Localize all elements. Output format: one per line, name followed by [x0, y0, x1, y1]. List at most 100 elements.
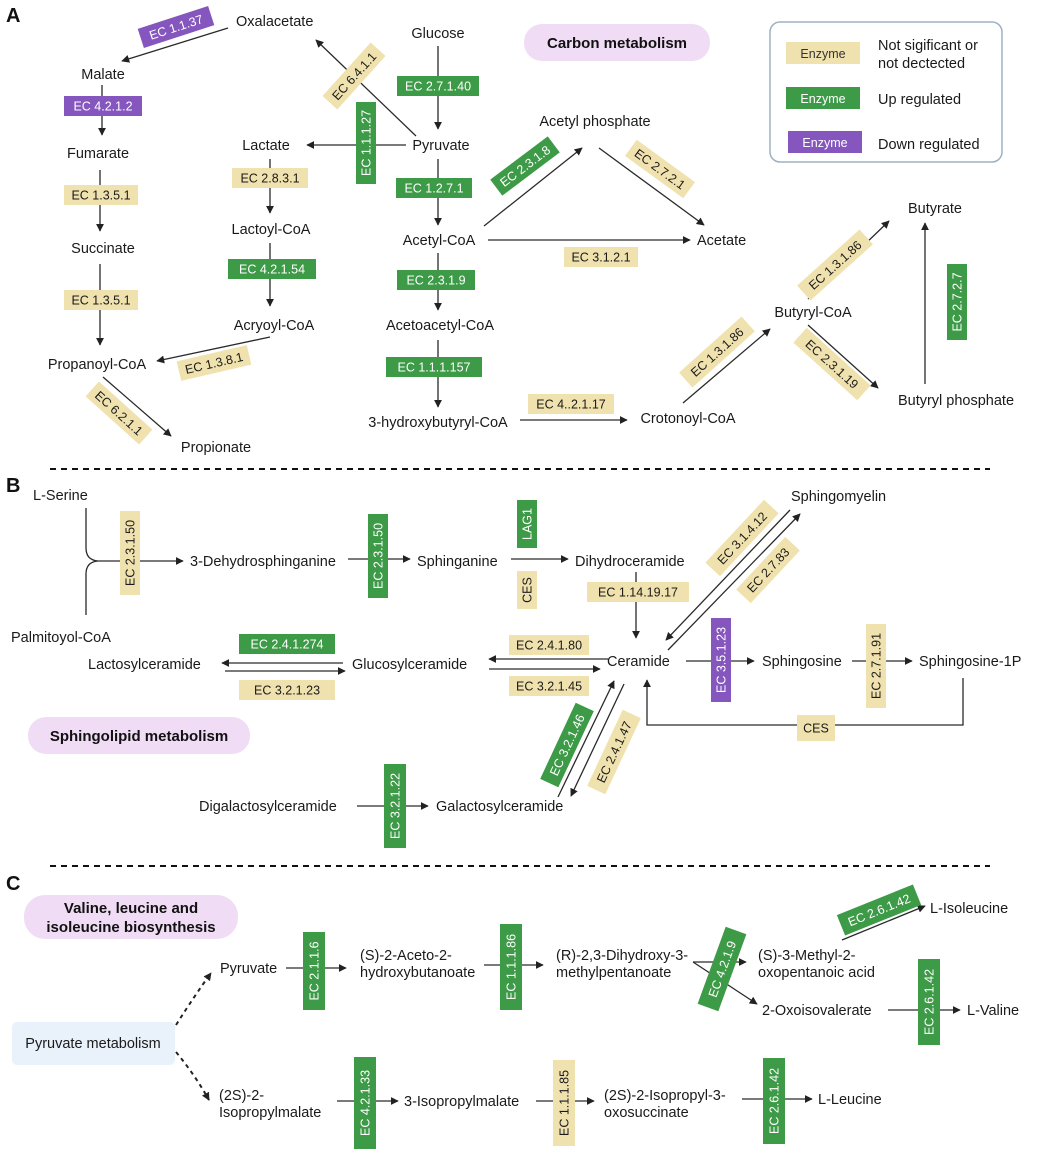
- enzyme-label: EC 2.3.1.50: [372, 523, 386, 589]
- source-box-label: Pyruvate metabolism: [25, 1036, 160, 1052]
- enzyme-label: EC 4.2.1.54: [239, 263, 305, 277]
- enzyme-ces: CES: [517, 571, 537, 609]
- arrow-oxalacetate-malate: [121, 27, 229, 63]
- enzyme-box-not-significant: [624, 139, 696, 199]
- metabolite-oxalacetate: Oxalacetate: [236, 14, 313, 30]
- enzyme-box-not-significant: [64, 185, 138, 205]
- enzyme-label: EC 3.1.4.12: [715, 509, 770, 567]
- enzyme-ec-2-7-1-40: EC 2.7.1.40: [397, 76, 479, 96]
- enzyme-ec-2-6-1-42: EC 2.6.1.42: [918, 959, 940, 1045]
- panel-letter-c: C: [6, 873, 20, 895]
- legend-text-line: Not sigificant or: [878, 38, 978, 54]
- enzyme-label: EC 2.4.1.274: [251, 638, 324, 652]
- legend-swatch-label: Enzyme: [800, 47, 845, 61]
- metabolite-l-leucine: L-Leucine: [818, 1092, 882, 1108]
- enzyme-box-not-significant: [64, 290, 138, 310]
- metabolite-dihydroceramide: Dihydroceramide: [575, 554, 685, 570]
- enzymes-b: EC 2.3.1.50 EC 2.3.1.50 LAG1 CES EC 1.14…: [120, 499, 886, 848]
- metabolite-methyl-oxopentanoic-acid: oxopentanoic acid: [758, 965, 875, 981]
- legend-text-line: Up regulated: [878, 92, 961, 108]
- enzyme-box-not-significant: [797, 229, 873, 301]
- pyruvate-metabolism-box: Pyruvate metabolism: [12, 1022, 175, 1065]
- metabolite-3-dehydrosphinganine: 3-Dehydrosphinganine: [190, 554, 336, 570]
- enzyme-box-not-significant: [120, 511, 140, 595]
- enzyme-label: EC 3.5.1.23: [715, 627, 729, 693]
- metabolite-isopropyl-oxosuccinate: oxosuccinate: [604, 1105, 689, 1121]
- enzyme-ec-3-2-1-23: EC 3.2.1.23: [239, 680, 335, 700]
- arrow-acryoyl-propanoyl: [156, 336, 271, 364]
- title-pill-text: Valine, leucine and: [64, 900, 198, 917]
- arrow-to-l-isoleucine: [841, 905, 926, 941]
- metabolite-dihydroxy-methylpentanoate: (R)-2,3-Dihydroxy-3-: [556, 948, 688, 964]
- enzyme-box-up-regulated: [386, 357, 482, 377]
- enzymes-c: EC 2.1.1.6 EC 1.1.1.86 EC 4.2.1.9 EC 2.6…: [303, 884, 940, 1149]
- enzyme-label: EC 2.7.2.1: [632, 146, 688, 192]
- metabolite-dihydroxy-methylpentanoate: methylpentanoate: [556, 965, 671, 981]
- metabolite-ceramide: Ceramide: [607, 654, 670, 670]
- enzyme-label: EC 3.2.1.23: [254, 684, 320, 698]
- enzyme-box-not-significant: [239, 680, 335, 700]
- sphingolipid-metabolism-title: Sphingolipid metabolism: [28, 717, 250, 754]
- metabolite-fumarate: Fumarate: [67, 146, 129, 162]
- valine-leucine-isoleucine-title: Valine, leucine and isoleucine biosynthe…: [24, 895, 238, 939]
- legend: Enzyme Not sigificant or not dectected E…: [769, 21, 1003, 163]
- metabolite-acryoyl-coa: Acryoyl-CoA: [234, 318, 315, 334]
- enzyme-ec-2-1-1-6: EC 2.1.1.6: [303, 932, 325, 1010]
- metabolite-l-serine: L-Serine: [33, 488, 88, 504]
- enzyme-label: EC 2.3.1.8: [497, 143, 553, 190]
- enzyme-label: EC 1.3.5.1: [71, 189, 130, 203]
- title-pill-text: Sphingolipid metabolism: [50, 728, 228, 745]
- metabolite-l-isoleucine: L-Isoleucine: [930, 901, 1008, 917]
- enzyme-ec-4-2-1-17: EC 4..2.1.17: [528, 394, 614, 414]
- enzyme-ec-4-2-1-33: EC 4.2.1.33: [354, 1057, 376, 1149]
- enzyme-box-up-regulated: [239, 634, 335, 654]
- enzyme-label: EC 2.7.1.40: [405, 80, 471, 94]
- enzyme-label: EC 6.2.1.1: [92, 388, 145, 438]
- enzyme-box-up-regulated: [354, 1057, 376, 1149]
- enzyme-box-not-significant: [528, 394, 614, 414]
- metabolite-acetate: Acetate: [697, 233, 746, 249]
- enzyme-ec-4-2-1-54: EC 4.2.1.54: [228, 259, 316, 279]
- metabolite-isopropyl-oxosuccinate: (2S)-2-Isopropyl-3-: [604, 1088, 726, 1104]
- legend-item-down-regulated: Enzyme Down regulated: [788, 131, 980, 153]
- metabolite-butyryl-coa: Butyryl-CoA: [774, 305, 852, 321]
- metabolite-glucose: Glucose: [411, 26, 464, 42]
- metabolites-a: Oxalacetate Glucose Malate Fumarate Succ…: [48, 14, 1014, 456]
- metabolite-crotonoyl-coa: Crotonoyl-CoA: [640, 411, 735, 427]
- enzyme-box-up-regulated: [368, 514, 388, 598]
- enzyme-box-up-regulated: [836, 884, 922, 936]
- enzyme-label: EC 2.3.1.50: [124, 520, 138, 586]
- enzyme-box-up-regulated: [490, 136, 560, 196]
- panel-b: B Sphingolipid metabolism L-S: [6, 475, 1021, 848]
- enzyme-label: EC 2.3.1.9: [406, 274, 465, 288]
- panel-letter-a: A: [6, 5, 20, 27]
- arrow-galactosyl-ceramide: [557, 680, 615, 798]
- metabolite-aceto-hydroxybutanoate: hydroxybutanoate: [360, 965, 475, 981]
- metabolite-butyrate: Butyrate: [908, 201, 962, 217]
- metabolite-succinate: Succinate: [71, 241, 135, 257]
- enzyme-ec-2-3-1-50: EC 2.3.1.50: [368, 514, 388, 598]
- enzyme-box-up-regulated: [303, 932, 325, 1010]
- enzyme-ec-2-7-2-7: EC 2.7.2.7: [947, 264, 967, 340]
- metabolite-galactosylceramide: Galactosylceramide: [436, 799, 563, 815]
- enzyme-box-up-regulated: [228, 259, 316, 279]
- enzyme-label: EC 4.2.1.33: [359, 1070, 373, 1136]
- enzyme-label: LAG1: [521, 508, 535, 540]
- enzyme-ec-1-1-1-157: EC 1.1.1.157: [386, 357, 482, 377]
- metabolite-aceto-hydroxybutanoate: (S)-2-Aceto-2-: [360, 948, 452, 964]
- enzyme-box-not-significant: [705, 499, 779, 577]
- enzyme-box-not-significant: [85, 381, 153, 445]
- enzyme-ec-2-6-1-42: EC 2.6.1.42: [763, 1058, 785, 1144]
- enzyme-box-not-significant: [553, 1060, 575, 1146]
- panel-letter-b: B: [6, 475, 20, 497]
- enzyme-label: EC 6.4.1.1: [329, 50, 379, 103]
- enzyme-label: EC 1.3.1.86: [806, 238, 864, 293]
- enzyme-box-not-significant: [232, 168, 308, 188]
- enzyme-box-down-regulated: [711, 618, 731, 702]
- enzyme-label: EC 2.7.1.91: [870, 633, 884, 699]
- enzyme-ec-2-4-1-47: EC 2.4.1.47: [587, 709, 641, 795]
- enzyme-label: EC 2.6.1.42: [768, 1068, 782, 1134]
- enzyme-lag1: LAG1: [517, 500, 537, 548]
- enzyme-label: EC 4..2.1.17: [536, 398, 606, 412]
